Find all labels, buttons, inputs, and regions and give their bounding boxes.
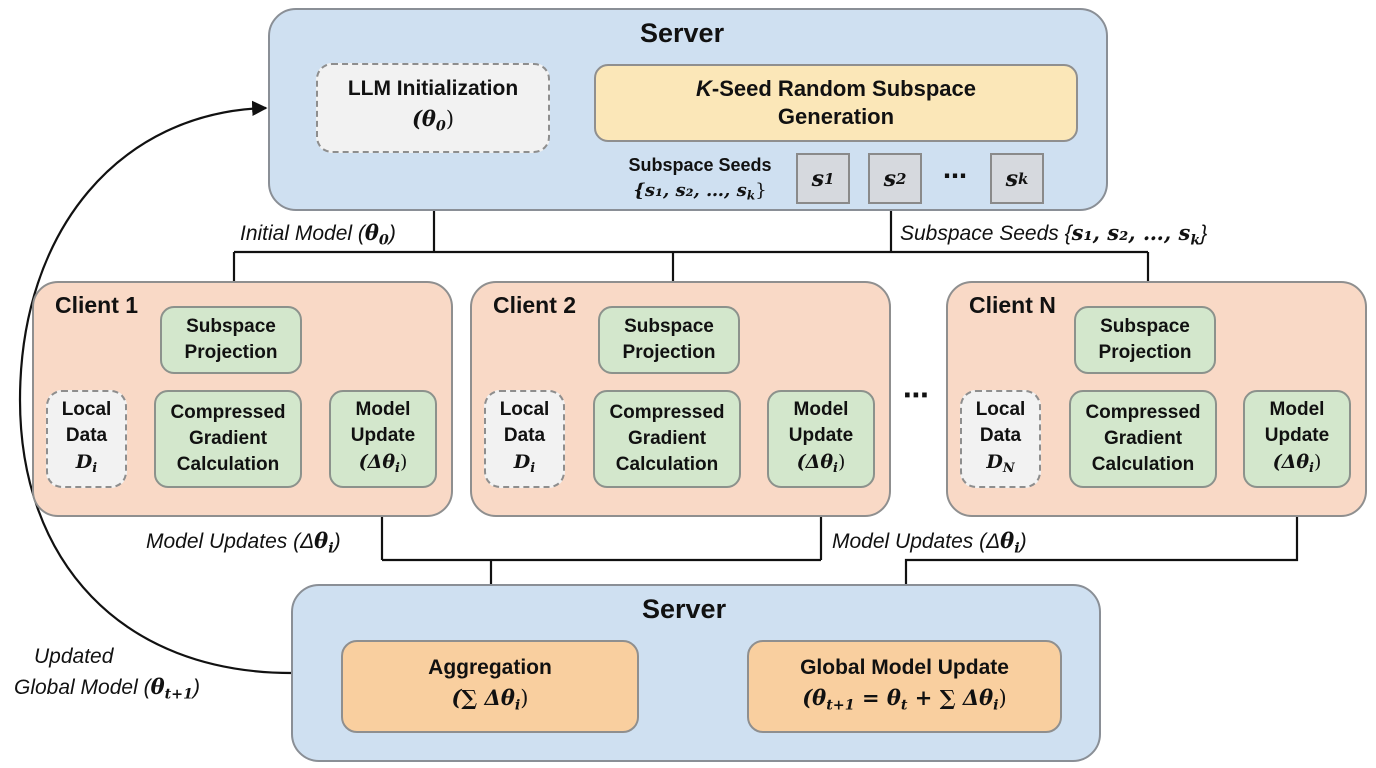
model-updates-right-label: Model Updates (Δθi)	[832, 528, 1027, 557]
client-n-title: Client N	[969, 292, 1056, 318]
updated-global-model-label: Updated Global Model (θt+1)	[14, 645, 201, 703]
server-top-title: Server	[640, 18, 725, 48]
subspace-seeds-label: Subspace Seeds {s₁, s₂, …, sk}	[628, 155, 772, 203]
server-bottom-title: Server	[642, 594, 727, 624]
aggregation-box: Aggregation (∑ Δθi)	[341, 640, 639, 733]
clients-ellipsis: ⋯	[903, 380, 929, 410]
seed-ellipsis: ⋯	[943, 163, 967, 190]
client-2-title: Client 2	[493, 292, 577, 318]
global-model-update-box: Global Model Update (θt+1 = θt + ∑ Δθi)	[747, 640, 1062, 733]
feedback-curve	[18, 100, 293, 675]
model-updates-left-label: Model Updates (Δθi)	[146, 528, 341, 557]
initial-model-label: Initial Model (θ0)	[240, 220, 396, 249]
kseed-generation-box: K-Seed Random Subspace Generation	[594, 64, 1078, 142]
subspace-seeds-edge-label: Subspace Seeds {s₁, s₂, …, sk}	[900, 220, 1208, 249]
client-1-title: Client 1	[55, 292, 139, 318]
llm-init-label: LLM Initialization	[347, 77, 519, 101]
llm-initialization-box: LLM Initialization (θ0)	[316, 63, 550, 153]
